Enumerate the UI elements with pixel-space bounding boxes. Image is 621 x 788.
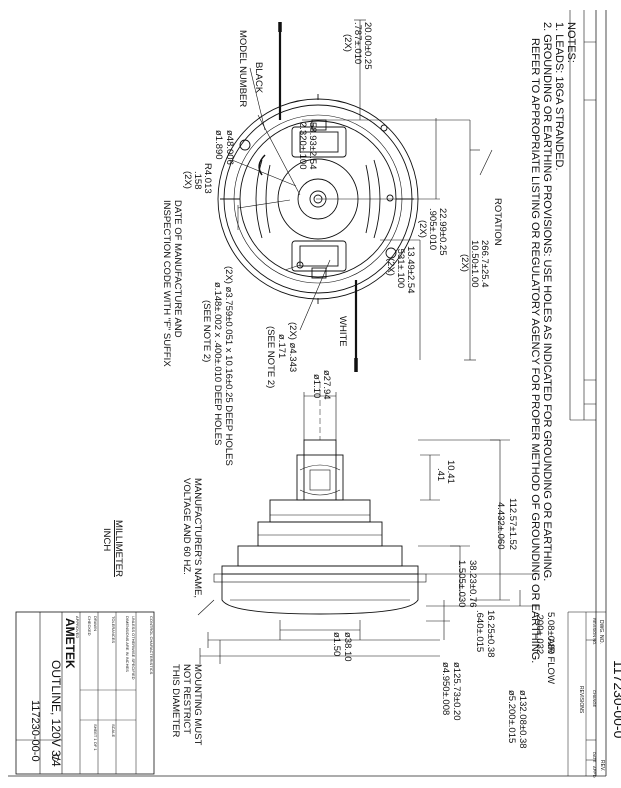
dim1349-qty: (2X)	[385, 258, 396, 276]
dim1041-in: .41	[435, 468, 446, 481]
dim1625-in: .640±.015	[474, 610, 485, 652]
note-1: 1. LEADS: 18GA STRANDED.	[553, 22, 565, 171]
dim2667-mm: 266.7±25.4	[479, 240, 490, 287]
dia2794-mm: ø27.94	[321, 370, 332, 400]
revision-table-lines	[567, 611, 606, 776]
title-dwg-no: 117230-00-0	[29, 700, 41, 762]
dim3810-in: ø1.50	[331, 632, 342, 656]
mount-note-1: MOUNTING MUST	[192, 664, 203, 745]
dim11257-mm: 112.57±1.52	[507, 498, 518, 550]
hole2-spec-line1: (2X) ø4.343	[287, 322, 298, 372]
mount-note-2: NOT RESTRICT	[181, 664, 192, 734]
unit-millimeter: MILLIMETER	[113, 520, 124, 577]
rev-col-change: CHANGE	[592, 690, 597, 707]
fine-print-7: APPROVED	[75, 616, 80, 638]
revisions-heading: REVISIONS	[578, 686, 584, 714]
top-view-dimension-lines	[231, 19, 493, 361]
fine-print-1: CONTROL CHARACTERISTICS	[149, 616, 154, 675]
dim1349-in: .531±.100	[395, 246, 406, 288]
radius-in: R4.013	[202, 163, 213, 194]
drawing-title: OUTLINE, 120V 3/4	[49, 660, 63, 767]
lead-length-mm: 20.00±0.25	[362, 22, 373, 69]
hole-spec-line2: ø.148±.002 x .400±.010 DEEP HOLES	[212, 282, 223, 445]
dim2667-in: 10.50±1.00	[469, 240, 480, 287]
mfr-label-1: MANUFACTURER'S NAME,	[192, 478, 203, 598]
hole2-spec-line2: ø.171	[276, 334, 287, 358]
model-number-label: MODEL NUMBER	[237, 30, 248, 107]
mount-note-3: THIS DIAMETER	[170, 664, 181, 738]
hole-spec-note: (SEE NOTE 2)	[201, 300, 212, 362]
fine-print-9: SHEET 1 OF 1	[93, 724, 98, 751]
black-lead-label: BLACK	[253, 62, 264, 94]
company-logo: AMETEK	[63, 618, 77, 669]
rev-label: REV.	[599, 760, 605, 771]
rev-dwg-no-label: DWG. NO.	[598, 620, 604, 644]
dim1625-mm: 16.25±0.38	[485, 610, 496, 657]
dim12573-mm: ø125.73±0.20	[451, 662, 462, 721]
dim3823-in: 1.505±.030	[456, 560, 467, 607]
sheet-size: C	[49, 754, 60, 761]
fine-print-6: CHECKED	[87, 616, 92, 636]
dim5893-in: 2.320±.100	[297, 122, 308, 169]
dim508-in: .200±.032	[534, 612, 545, 654]
sheet-border	[8, 10, 607, 777]
lead-length-in: .787±.010	[352, 22, 363, 64]
side-view-dimension-lines	[197, 392, 540, 664]
dim12573-in: ø4.950±.008	[440, 662, 451, 715]
hole2-spec-note: (SEE NOTE 2)	[265, 326, 276, 388]
dim1041-mm: 10.41	[445, 460, 456, 484]
dim2299-qty: (2X)	[417, 220, 428, 238]
dim13208-mm: ø132.08±0.38	[517, 690, 528, 749]
fine-print-3: DIMENSIONS ARE IN INCHES	[125, 616, 130, 672]
date-code-1: DATE OF MANUFACTURE AND	[172, 200, 183, 338]
notes-heading: NOTES:	[565, 22, 577, 63]
mfr-label-2: VOLTAGE AND 60 HZ.	[181, 478, 192, 575]
note-2: 2. GROUNDING OR EARTHING PROVISIONS: USE…	[541, 22, 553, 581]
rev-col-date: DATE	[592, 752, 597, 763]
dim3810-mm: ø38.10	[342, 632, 353, 662]
date-code-2: INSPECTION CODE WITH "F" SUFFIX	[161, 200, 172, 367]
motor-side-view	[213, 382, 427, 615]
fine-print-2: UNLESS OTHERWISE SPECIFIED	[131, 616, 136, 680]
hole-spec-line1: (2X) ø3.759±0.051 x 10.16±0.25 DEEP HOLE…	[223, 266, 234, 466]
radius-mm: .158	[192, 171, 203, 190]
white-lead-label: WHITE	[337, 316, 348, 347]
dim508-mm: 5.08±0.80	[545, 612, 556, 654]
fine-print-4: TOLERANCES	[111, 616, 116, 643]
top-view-labels: 20.00±0.25 .787±.010 (2X) MODEL NUMBER B…	[161, 22, 503, 466]
unit-inch: INCH	[101, 528, 112, 551]
side-view-labels: ø27.94 ø1.10 10.41 .41 112.57±1.52 4.432…	[101, 370, 556, 749]
air-flow-label: AIR FLOW	[545, 638, 556, 684]
dim5893-mm: 58.93±2.54	[307, 122, 318, 169]
title-block: AMETEK OUTLINE, 120V 3/4 C 117230-00-0 C…	[15, 611, 155, 775]
fine-print-8: SCALE	[111, 724, 116, 737]
rev-col-appd: APP'D	[592, 766, 597, 778]
dia2794-in: ø1.10	[311, 374, 322, 398]
note-2-cont: REFER TO APPROPRIATE LISTING OR REGULATO…	[529, 38, 541, 663]
fine-print-5: DRAWN	[93, 616, 98, 631]
dim2299-in: .905±.010	[427, 208, 438, 250]
dim1349-mm: 13.49±2.54	[405, 246, 416, 293]
rotation-label: ROTATION	[492, 198, 503, 246]
notes-block: NOTES: 1. LEADS: 18GA STRANDED. 2. GROUN…	[529, 22, 577, 663]
dia48-mm: ø48.006	[224, 130, 235, 165]
radius-qty: (2X)	[182, 171, 193, 189]
dim11257-in: 4.432±.060	[495, 502, 506, 549]
rev-col-revision: REVISION NO.	[592, 618, 597, 645]
dim3823-mm: 38.23±0.76	[467, 560, 478, 607]
dia48-in: ø1.890	[213, 130, 224, 160]
dim13208-in: ø5.200±.015	[506, 690, 517, 743]
lead-length-qty: (2X)	[342, 34, 353, 52]
rev-dwg-no: 117230-00-0	[611, 660, 621, 739]
dim2667-qty: (2X)	[459, 254, 470, 272]
dim2299-mm: 22.99±0.25	[437, 208, 448, 255]
revision-block: DWG. NO. 117230-00-0 REV. REVISIONS REVI…	[569, 10, 621, 778]
